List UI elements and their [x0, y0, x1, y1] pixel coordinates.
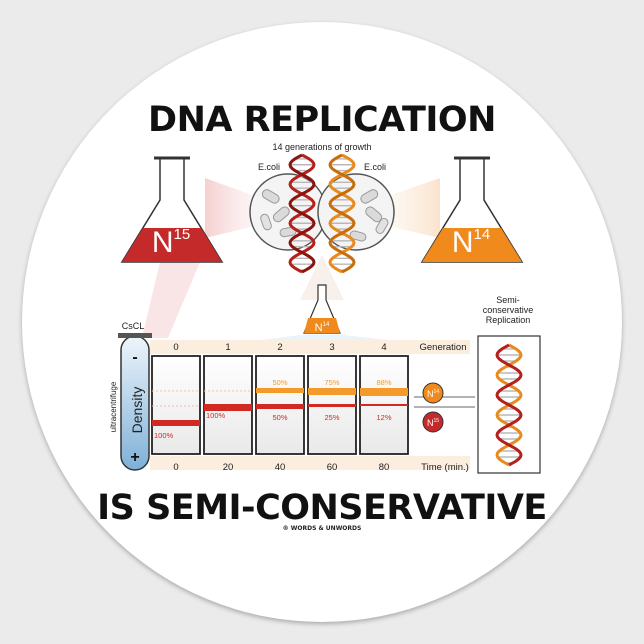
flask-n15-label: N15	[152, 226, 190, 259]
dna-helix-n15	[288, 153, 316, 274]
title-bottom: IS SEMI-CONSERVATIVE	[97, 488, 547, 528]
ultracentrifuge-label: ultracentrifuge	[109, 381, 118, 432]
band-n15-percent: 25%	[324, 413, 339, 422]
flask-n15: N15	[120, 156, 224, 263]
dna-helix-semi-conservative	[495, 343, 523, 467]
generation-tick: 2	[277, 342, 282, 353]
semi-label-line3: Replication	[486, 315, 531, 325]
legend-n14-marker: N14	[422, 382, 444, 404]
legend-n15-marker: N15	[422, 411, 444, 433]
generations-caption: 14 generations of growth	[272, 142, 371, 152]
time-tick: 20	[223, 462, 234, 473]
time-tick: 40	[275, 462, 286, 473]
svg-text:N14: N14	[427, 389, 439, 399]
band-n15-percent: 100%	[154, 431, 174, 440]
time-tick: 0	[173, 462, 178, 473]
band-n14-percent: 88%	[376, 378, 391, 387]
band-n15	[204, 404, 252, 411]
semi-label-line2: conservative	[483, 305, 534, 315]
beam-left	[205, 178, 255, 238]
band-n15-percent: 100%	[206, 411, 226, 420]
band-n15-percent: 12%	[376, 413, 391, 422]
ecoli-left-label: E.coli	[258, 162, 280, 172]
beam-down-center	[300, 255, 344, 300]
dna-helix-n14	[328, 153, 356, 274]
tube-plus-sign: +	[130, 449, 139, 466]
band-n15-percent: 50%	[272, 413, 287, 422]
band-n14	[308, 388, 356, 395]
tube-minus-sign: -	[132, 349, 137, 366]
generation-tick: 0	[173, 342, 178, 353]
band-n14	[360, 388, 408, 396]
helix-semi-strand-b	[495, 343, 523, 467]
generation-tick: 3	[329, 342, 334, 353]
time-axis-label: Time (min.)	[421, 462, 469, 473]
beam-right	[388, 178, 440, 238]
time-tick: 80	[379, 462, 390, 473]
time-band	[150, 456, 470, 470]
ecoli-right-label: E.coli	[364, 162, 386, 172]
generation-tick: 1	[225, 342, 230, 353]
helix-n15-strand-b	[288, 153, 316, 274]
copyright-notice: ® WORDS & UNWORDS	[283, 525, 362, 532]
band-n14-percent: 75%	[324, 378, 339, 387]
density-label: Density	[129, 387, 145, 434]
beam-down-left	[142, 262, 200, 338]
generation-columns: 0 0 100% 1 20 100% 2 40 50% 50% 3 60 25% 75% 4 80 12% 88%	[151, 342, 409, 473]
cscl-tube: - + Density	[118, 333, 152, 471]
time-tick: 60	[327, 462, 338, 473]
gen-column	[151, 355, 201, 455]
flask-n14-label: N14	[452, 226, 490, 259]
svg-text:N15: N15	[427, 418, 439, 428]
generation-header: Generation	[419, 342, 466, 353]
band-n15	[256, 404, 304, 409]
flask-small-n14: N14	[303, 284, 341, 334]
band-n15	[152, 420, 200, 426]
band-n15	[360, 404, 408, 406]
title-top: DNA REPLICATION	[148, 100, 496, 140]
flask-small-label: N14	[315, 322, 330, 334]
flask-n14: N14	[420, 156, 524, 263]
band-n14	[256, 388, 304, 393]
band-n14-percent: 50%	[272, 378, 287, 387]
generation-band	[150, 340, 470, 354]
band-n15	[308, 404, 356, 407]
cscl-label: CsCL	[122, 321, 145, 331]
generation-tick: 4	[381, 342, 386, 353]
helix-n14-strand-b	[328, 153, 356, 274]
semi-label-line1: Semi-	[496, 295, 520, 305]
